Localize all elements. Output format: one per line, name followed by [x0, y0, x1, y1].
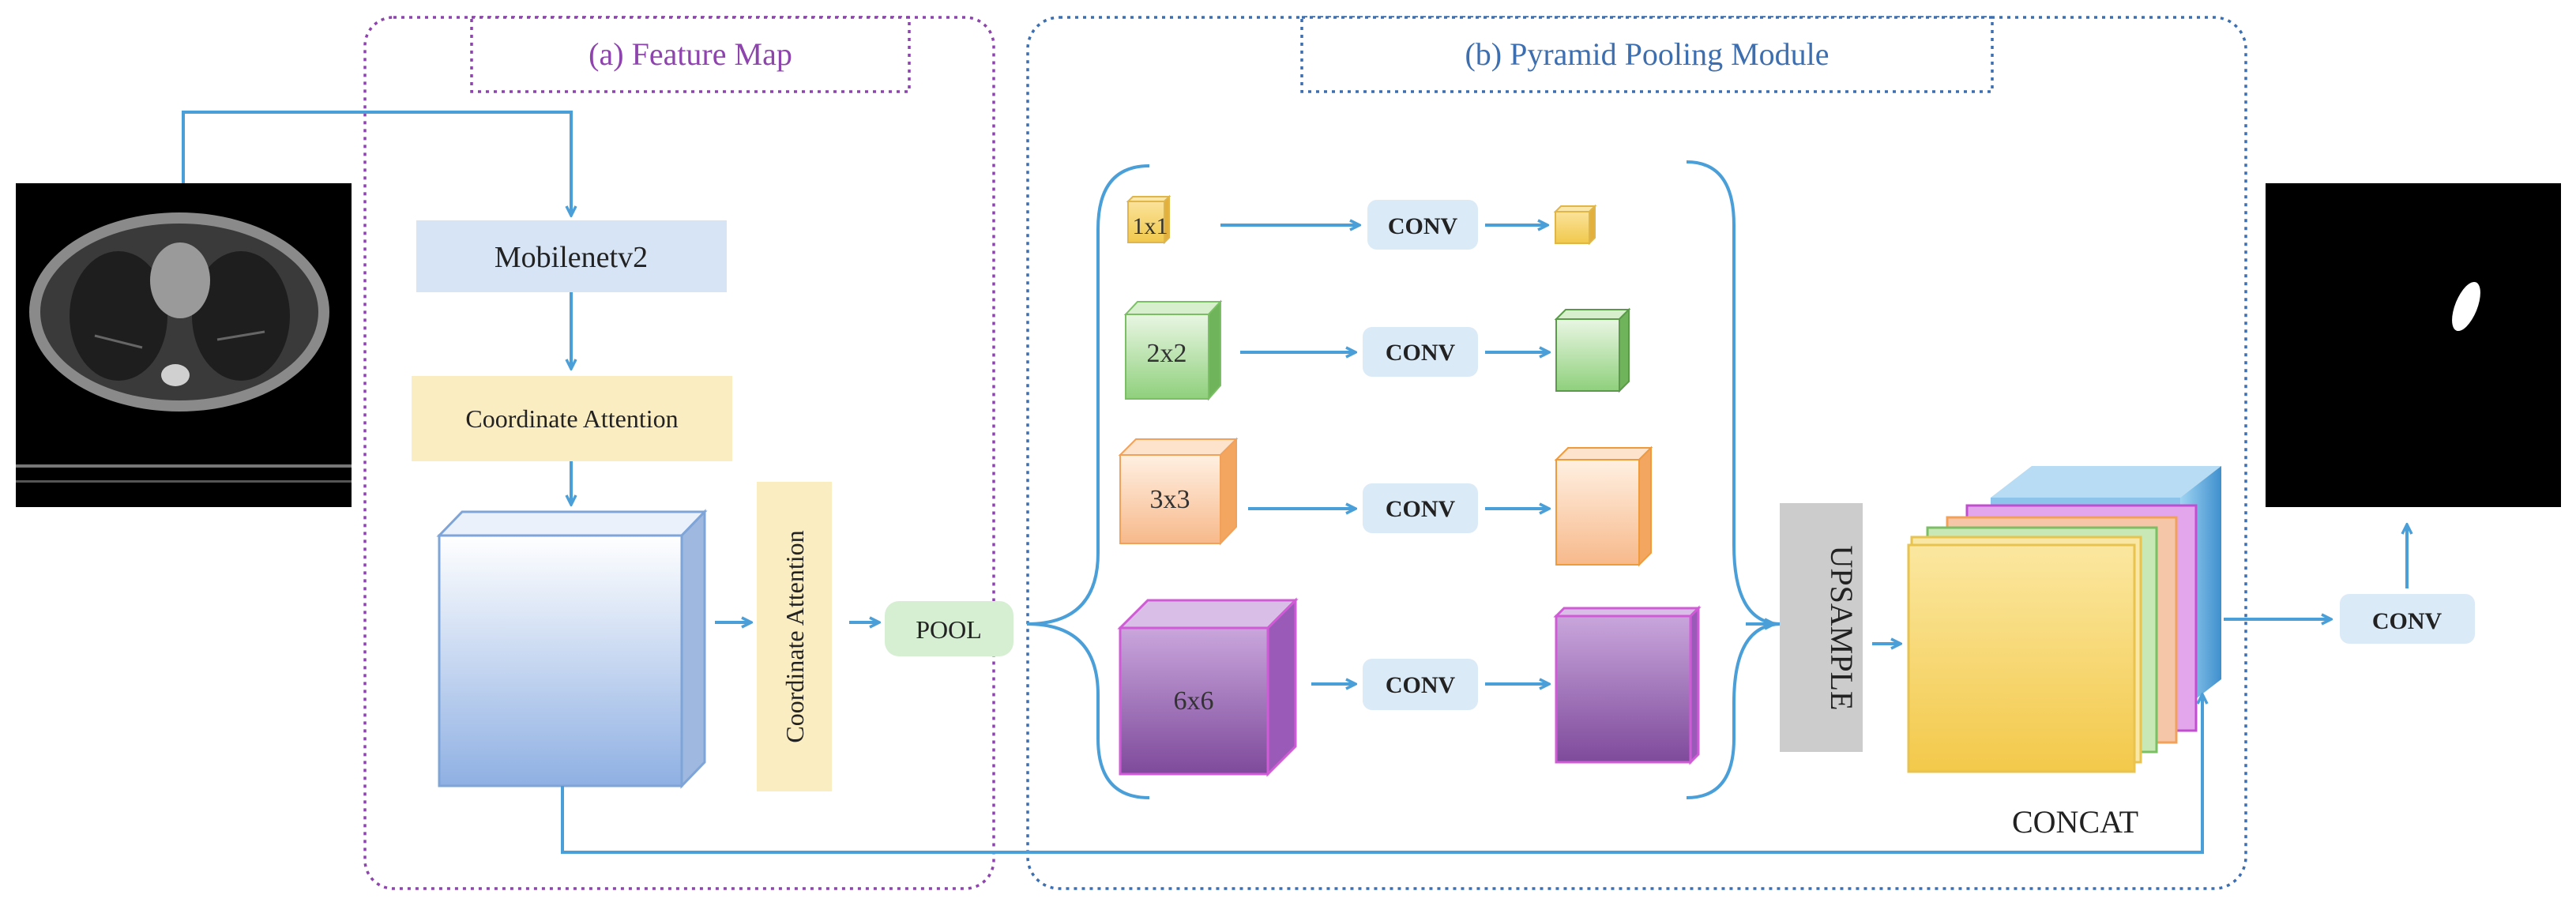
output-segmentation-mask	[2266, 183, 2561, 507]
coordinate-attention-vertical-box	[757, 482, 832, 791]
mobilenetv2-label: Mobilenetv2	[495, 241, 648, 274]
pyramid-pooling-title-box	[1300, 16, 1994, 93]
scale-label-3x3: 3x3	[1150, 485, 1190, 514]
final-conv-label: CONV	[2372, 608, 2442, 634]
output-cube-1x1	[1553, 204, 1597, 246]
pyramid-cube-6x6	[1117, 597, 1299, 777]
pyramid-cube-1x1	[1126, 194, 1171, 245]
upsample-box	[1780, 503, 1863, 752]
conv-label-2x2: CONV	[1386, 340, 1456, 366]
input-ct-image	[16, 183, 352, 507]
feature-map-title: (a) Feature Map	[589, 36, 792, 72]
right-brace	[1686, 160, 1782, 799]
feature-map-title-box	[470, 16, 911, 93]
output-cube-6x6	[1553, 605, 1702, 765]
coordinate-attention-label: Coordinate Attention	[465, 404, 678, 433]
concat-label: CONCAT	[2012, 804, 2138, 840]
final-conv-box	[2340, 594, 2475, 644]
concat-stack	[1907, 466, 2221, 773]
conv-box-3x3	[1363, 483, 1478, 533]
left-brace	[1026, 164, 1150, 799]
pyramid-cube-3x3	[1118, 437, 1239, 546]
output-cube-3x3	[1554, 445, 1653, 567]
pyramid-pooling-title: (b) Pyramid Pooling Module	[1465, 36, 1829, 72]
conv-box-2x2	[1363, 327, 1478, 377]
feature-map-cube	[436, 509, 708, 789]
conv-box-1x1	[1367, 200, 1478, 250]
scale-label-6x6: 6x6	[1174, 686, 1214, 716]
coordinate-attention-box	[412, 376, 732, 461]
scale-label-2x2: 2x2	[1147, 339, 1187, 368]
conv-label-6x6: CONV	[1386, 672, 1456, 698]
coordinate-attention-vertical-label: Coordinate Attention	[780, 530, 809, 742]
upsample-label: UPSAMPLE	[1824, 546, 1860, 711]
pool-box	[885, 601, 1013, 656]
mobilenetv2-box	[416, 220, 727, 292]
conv-box-6x6	[1363, 659, 1478, 710]
pyramid-cube-2x2	[1123, 299, 1223, 401]
flow-connectors	[182, 111, 2407, 854]
conv-label-3x3: CONV	[1386, 496, 1456, 522]
conv-label-1x1: CONV	[1388, 213, 1458, 239]
pool-label: POOL	[916, 615, 982, 644]
scale-label-1x1: 1x1	[1133, 213, 1168, 239]
output-cube-2x2	[1554, 307, 1631, 393]
